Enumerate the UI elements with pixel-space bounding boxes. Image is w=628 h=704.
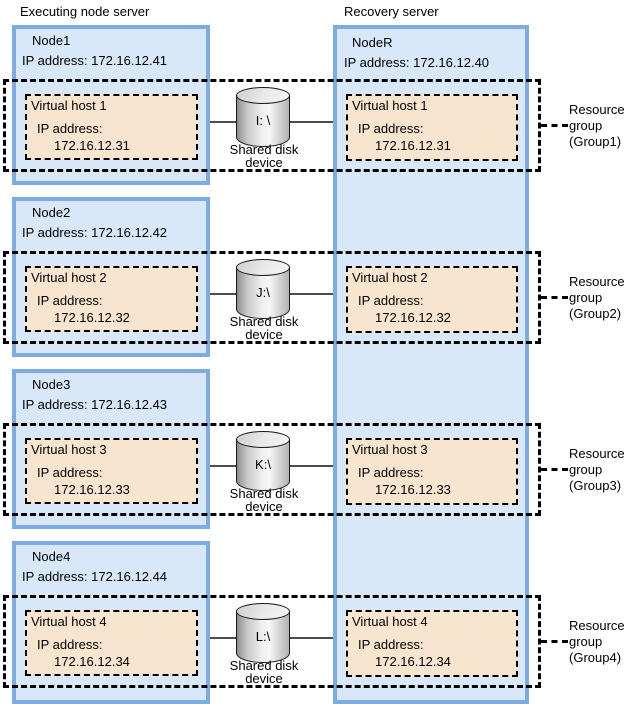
executing-node-server-label: Executing node server	[20, 4, 150, 19]
resource-group-label-line2: group	[569, 634, 603, 649]
virtual-host-ip-label: IP address:	[37, 293, 103, 308]
recovery-node-ip: IP address: 172.16.12.40	[344, 55, 490, 70]
resource-group-label: Resource group (Group3)	[569, 446, 628, 494]
virtual-host-ip-value: 172.16.12.33	[54, 482, 130, 497]
disk-cylinder-top	[236, 431, 290, 448]
virtual-host-title: Virtual host 4	[31, 614, 107, 629]
disk-drive-letter: L:\	[255, 629, 271, 644]
resource-group-boundary	[3, 79, 541, 172]
resource-group-label-line3: (Group1)	[569, 134, 622, 149]
resource-group-label-line3: (Group3)	[569, 478, 622, 493]
shared-disk-caption-line2: device	[245, 155, 283, 170]
shared-disk-caption: Shared disk device	[216, 487, 312, 513]
cluster-row-1: Node1 IP address: 172.16.12.41 I: \ Shar…	[0, 25, 628, 197]
virtual-host-ip-value: 172.16.12.33	[375, 482, 451, 497]
virtual-host-ip-label: IP address:	[37, 637, 103, 652]
resource-group-label-line2: group	[569, 290, 603, 305]
shared-disk-icon: J:\	[236, 259, 290, 321]
cluster-row-2: Node2 IP address: 172.16.12.42 J:\ Share…	[0, 197, 628, 369]
virtual-host-ip-value: 172.16.12.31	[54, 138, 130, 153]
virtual-host-ip-label: IP address:	[358, 293, 424, 308]
node-ip: IP address: 172.16.12.44	[22, 569, 168, 584]
shared-disk-icon: I: \	[236, 87, 290, 149]
resource-group-label: Resource group (Group1)	[569, 102, 628, 150]
recovery-server-label: Recovery server	[344, 4, 439, 19]
disk-drive-letter: J:\	[256, 285, 270, 300]
shared-disk-caption-line1: Shared disk	[229, 142, 299, 157]
resource-group-boundary	[3, 251, 541, 344]
virtual-host-ip-value: 172.16.12.32	[54, 310, 130, 325]
resource-group-label-line1: Resource	[569, 446, 625, 461]
virtual-host-box: Virtual host 1 IP address: 172.16.12.31	[25, 94, 198, 160]
disk-drive-letter: I: \	[255, 113, 271, 128]
shared-disk-caption-line1: Shared disk	[229, 658, 299, 673]
virtual-host-ip-label: IP address:	[358, 465, 424, 480]
recovery-virtual-host-box: Virtual host 2 IP address: 172.16.12.32	[346, 266, 518, 333]
shared-disk-caption-line1: Shared disk	[229, 486, 299, 501]
node-title: Node2	[32, 205, 71, 220]
resource-group-label-line1: Resource	[569, 274, 625, 289]
virtual-host-title: Virtual host 3	[31, 442, 107, 457]
resource-group-connector	[541, 640, 568, 643]
resource-group-boundary	[3, 595, 541, 688]
virtual-host-ip-value: 172.16.12.31	[375, 138, 451, 153]
shared-disk-caption-line2: device	[245, 671, 283, 686]
virtual-host-ip-label: IP address:	[37, 465, 103, 480]
disk-drive-letter: K:\	[255, 457, 271, 472]
disk-cylinder-top	[236, 259, 290, 276]
shared-disk-caption-line2: device	[245, 499, 283, 514]
resource-group-label: Resource group (Group2)	[569, 274, 628, 322]
virtual-host-title: Virtual host 2	[31, 270, 107, 285]
shared-disk-caption-line1: Shared disk	[229, 314, 299, 329]
node-title: Node3	[32, 377, 71, 392]
shared-disk-icon: L:\	[236, 603, 290, 665]
node-ip: IP address: 172.16.12.41	[22, 53, 168, 68]
resource-group-label-line2: group	[569, 462, 603, 477]
virtual-host-ip-label: IP address:	[37, 121, 103, 136]
resource-group-label-line2: group	[569, 118, 603, 133]
resource-group-connector	[541, 296, 568, 299]
virtual-host-title: Virtual host 1	[352, 98, 428, 113]
resource-group-label: Resource group (Group4)	[569, 618, 628, 666]
virtual-host-title: Virtual host 3	[352, 442, 428, 457]
node-title: Node1	[32, 33, 71, 48]
shared-disk-caption: Shared disk device	[216, 659, 312, 685]
resource-group-label-line1: Resource	[569, 618, 625, 633]
virtual-host-title: Virtual host 4	[352, 614, 428, 629]
resource-group-label-line3: (Group4)	[569, 650, 622, 665]
node-ip: IP address: 172.16.12.42	[22, 225, 168, 240]
virtual-host-ip-value: 172.16.12.34	[375, 654, 451, 669]
virtual-host-ip-label: IP address:	[358, 121, 424, 136]
shared-disk-caption: Shared disk device	[216, 143, 312, 169]
virtual-host-ip-value: 172.16.12.32	[375, 310, 451, 325]
cluster-row-4: Node4 IP address: 172.16.12.44 L:\ Share…	[0, 541, 628, 704]
cluster-row-3: Node3 IP address: 172.16.12.43 K:\ Share…	[0, 369, 628, 541]
resource-group-connector	[541, 468, 568, 471]
virtual-host-ip-value: 172.16.12.34	[54, 654, 130, 669]
disk-cylinder-top	[236, 603, 290, 620]
virtual-host-box: Virtual host 3 IP address: 172.16.12.33	[25, 438, 198, 504]
resource-group-boundary	[3, 423, 541, 516]
resource-group-connector	[541, 124, 568, 127]
virtual-host-title: Virtual host 1	[31, 98, 107, 113]
recovery-virtual-host-box: Virtual host 3 IP address: 172.16.12.33	[346, 438, 518, 505]
virtual-host-box: Virtual host 4 IP address: 172.16.12.34	[25, 610, 198, 676]
resource-group-label-line1: Resource	[569, 102, 625, 117]
node-ip: IP address: 172.16.12.43	[22, 397, 168, 412]
recovery-virtual-host-box: Virtual host 4 IP address: 172.16.12.34	[346, 610, 518, 677]
virtual-host-box: Virtual host 2 IP address: 172.16.12.32	[25, 266, 198, 332]
shared-disk-caption-line2: device	[245, 327, 283, 342]
recovery-virtual-host-box: Virtual host 1 IP address: 172.16.12.31	[346, 94, 518, 161]
recovery-node-title: NodeR	[352, 35, 393, 50]
virtual-host-title: Virtual host 2	[352, 270, 428, 285]
shared-disk-caption: Shared disk device	[216, 315, 312, 341]
node-title: Node4	[32, 549, 71, 564]
shared-disk-icon: K:\	[236, 431, 290, 493]
resource-group-label-line3: (Group2)	[569, 306, 622, 321]
virtual-host-ip-label: IP address:	[358, 637, 424, 652]
disk-cylinder-top	[236, 87, 290, 104]
